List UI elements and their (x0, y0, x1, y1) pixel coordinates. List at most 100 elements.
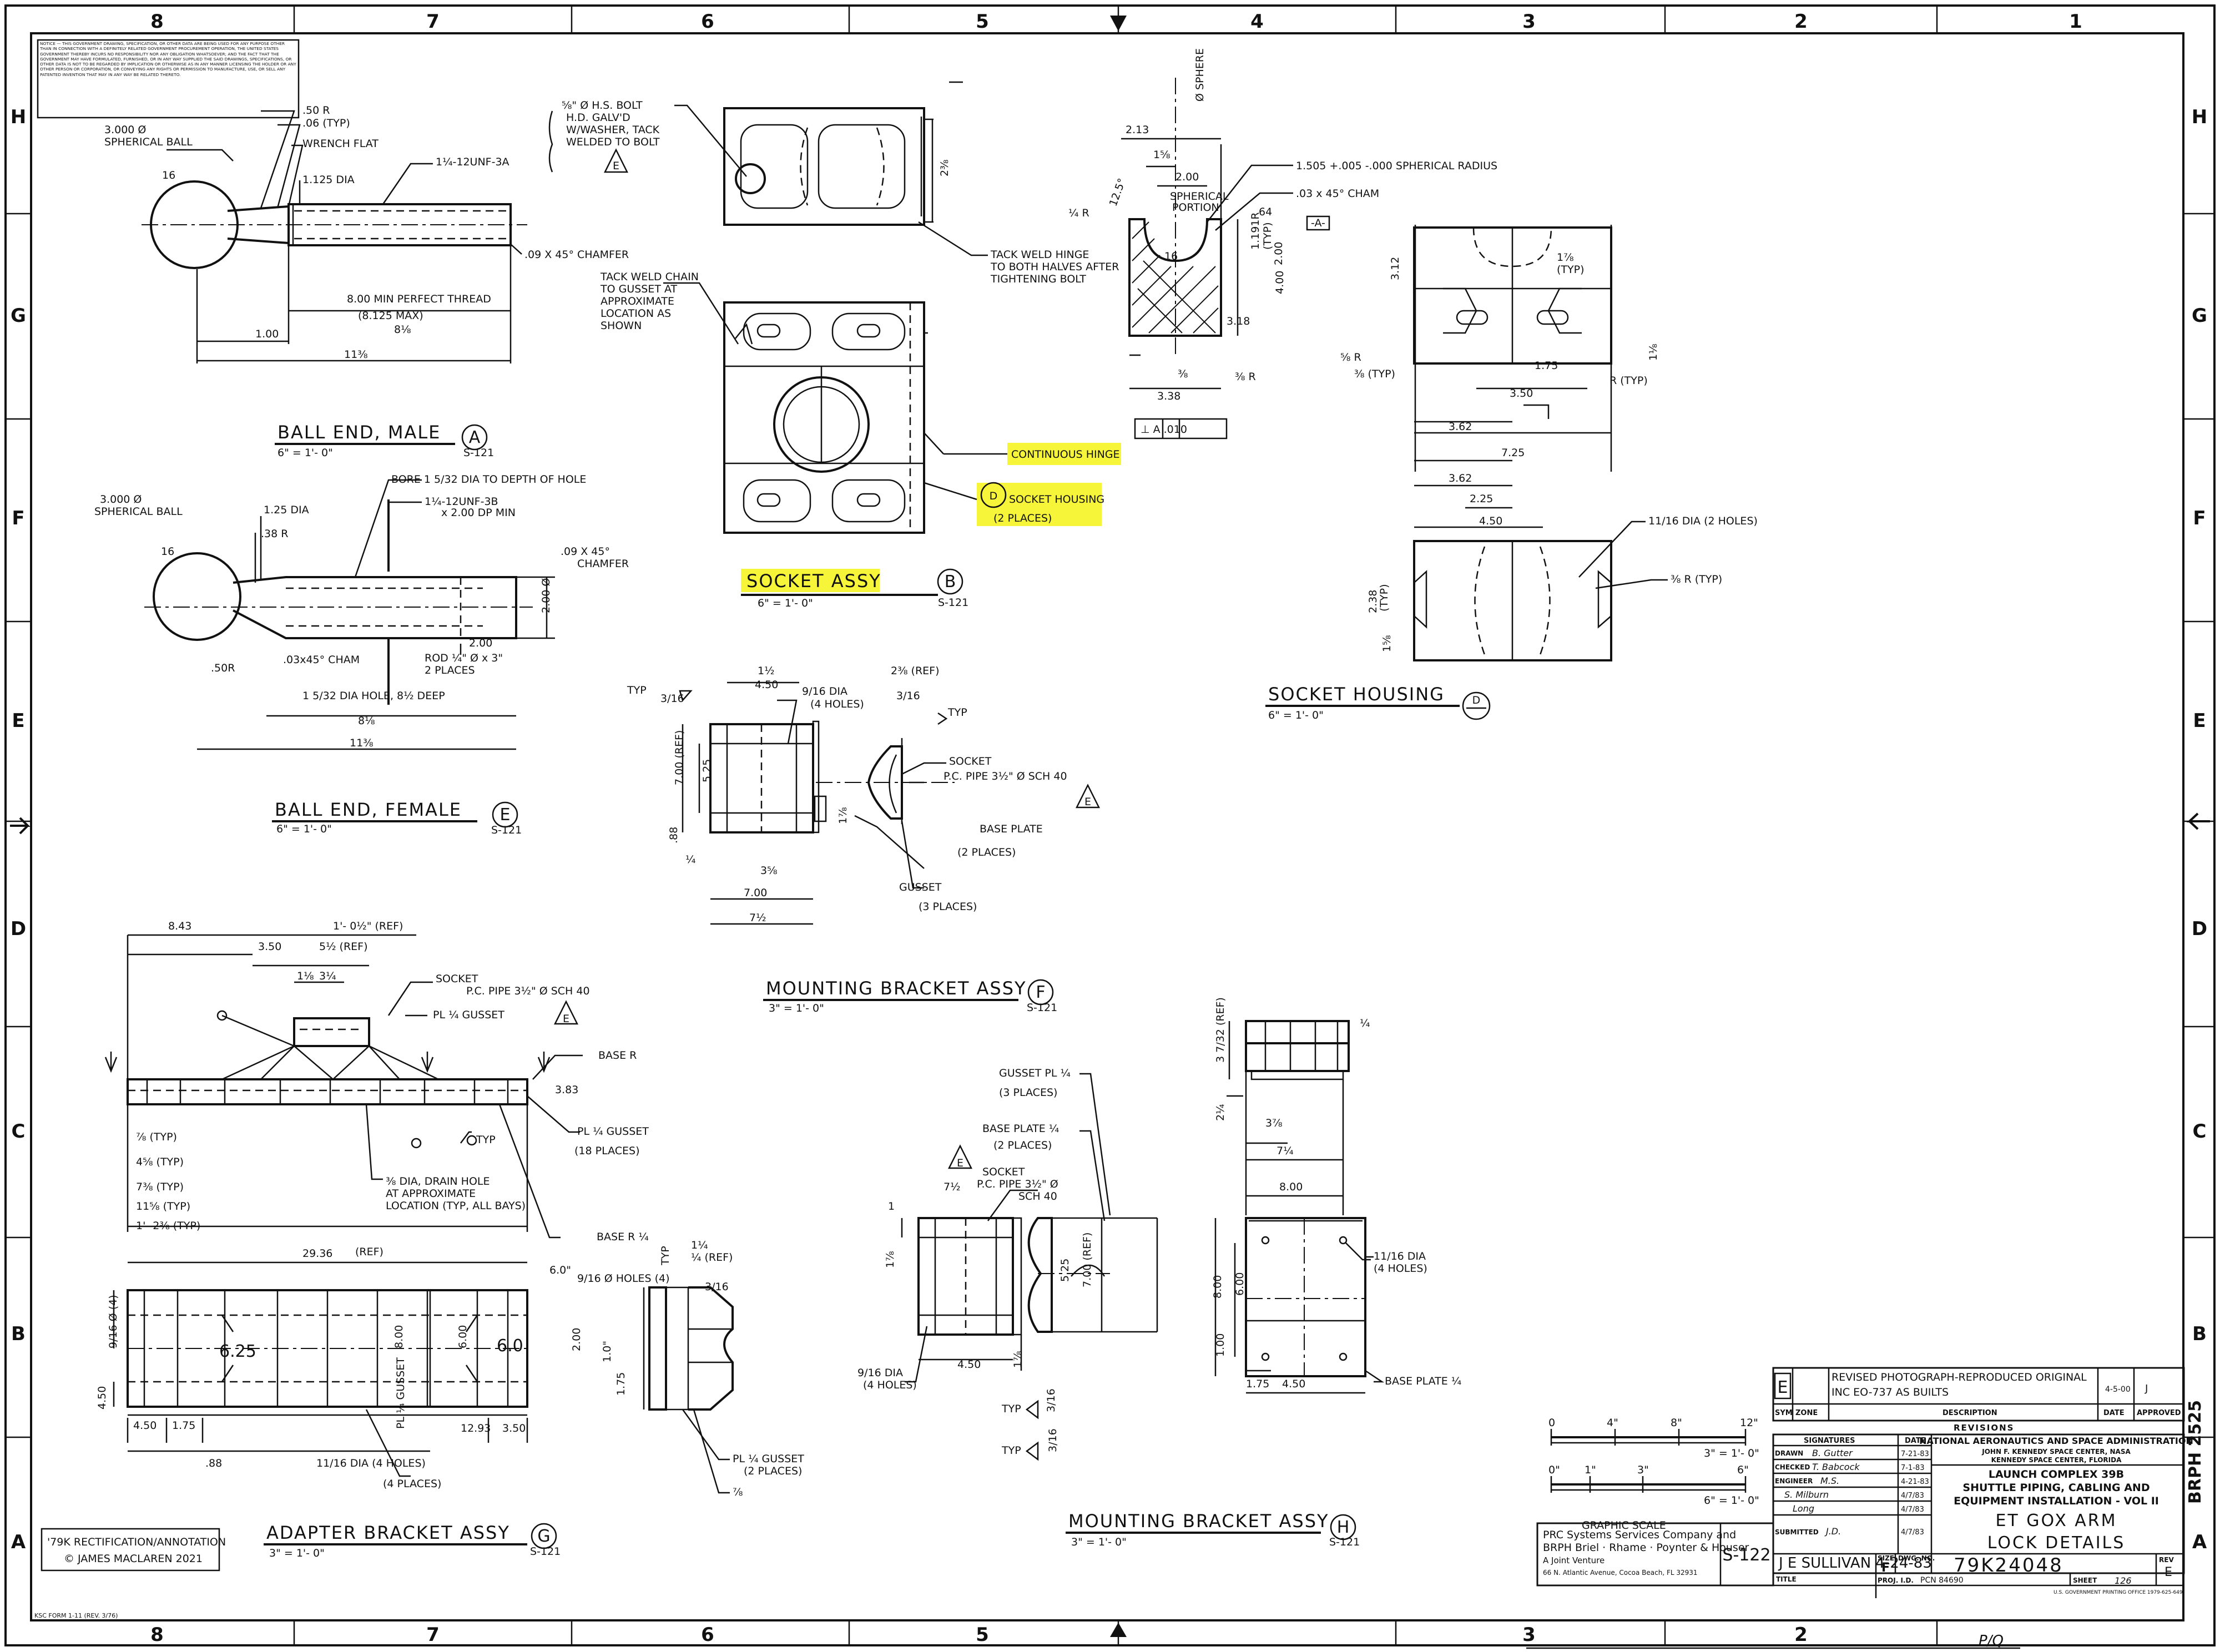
svg-text:PL ¼ GUSSET: PL ¼ GUSSET (577, 1125, 649, 1138)
svg-text:B: B (2192, 1323, 2207, 1345)
svg-text:9/16 DIA: 9/16 DIA (802, 685, 847, 698)
centering-arrow-top (1110, 16, 1127, 31)
zone-row-h: H (11, 106, 26, 128)
zone-markers-sides: H G F E D C B A H G F E D C B A (6, 106, 2214, 1553)
svg-text:.03x45° CHAM: .03x45° CHAM (283, 654, 360, 666)
svg-text:⅝ R: ⅝ R (1340, 351, 1361, 363)
svg-text:S-121: S-121 (938, 597, 968, 609)
svg-text:D: D (990, 490, 998, 502)
svg-text:J: J (2145, 1383, 2148, 1395)
svg-text:3.18: 3.18 (1227, 315, 1250, 327)
svg-text:1.75: 1.75 (1246, 1378, 1269, 1390)
view-e-title: BALL END, FEMALE (275, 799, 462, 820)
svg-text:TYP: TYP (1001, 1444, 1021, 1457)
svg-text:7.00 (REF): 7.00 (REF) (673, 730, 685, 785)
svg-text:8.00 MIN PERFECT THREAD: 8.00 MIN PERFECT THREAD (347, 293, 491, 305)
svg-text:.03 x 45° CHAM: .03 x 45° CHAM (1296, 188, 1379, 200)
svg-text:6.00: 6.00 (1234, 1272, 1246, 1296)
svg-text:(TYP): (TYP) (1557, 264, 1585, 276)
revision-description-2: INC EO-737 AS BUILTS (1832, 1386, 1949, 1398)
svg-text:0: 0 (1548, 1417, 1555, 1429)
svg-text:G: G (2192, 305, 2207, 327)
drawing-title-2: SHUTTLE PIPING, CABLING AND (1962, 1482, 2150, 1494)
svg-text:8.43: 8.43 (168, 920, 191, 932)
svg-text:DATE: DATE (1905, 1437, 1926, 1445)
svg-text:2: 2 (1794, 1624, 1808, 1646)
title-block: E REVISED PHOTOGRAPH-REPRODUCED ORIGINAL… (1526, 1367, 2205, 1649)
svg-text:(TYP): (TYP) (1378, 584, 1390, 612)
svg-text:2.00: 2.00 (1175, 171, 1199, 183)
centering-arrow-bottom (1110, 1623, 1127, 1637)
view-a-title: BALL END, MALE (278, 422, 441, 443)
svg-text:4.00: 4.00 (1274, 271, 1286, 294)
svg-text:WELDED TO BOLT: WELDED TO BOLT (566, 136, 660, 148)
svg-text:DRAWN: DRAWN (1775, 1449, 1803, 1457)
svg-text:⅜ DIA, DRAIN HOLE: ⅜ DIA, DRAIN HOLE (386, 1175, 490, 1188)
svg-text:3.12: 3.12 (1389, 257, 1401, 280)
svg-text:S-121: S-121 (530, 1545, 561, 1558)
svg-text:3⅝: 3⅝ (760, 865, 778, 877)
svg-text:¼ (REF): ¼ (REF) (691, 1251, 733, 1264)
svg-text:⊥ A .010: ⊥ A .010 (1141, 423, 1187, 436)
rectification-line1: '79K RECTIFICATION/ANNOTATION (47, 1536, 226, 1548)
svg-text:11⅝ (TYP): 11⅝ (TYP) (136, 1200, 190, 1213)
svg-text:PORTION: PORTION (1172, 201, 1219, 214)
svg-text:11⅜: 11⅜ (350, 737, 374, 749)
zone-row-e: E (12, 710, 24, 732)
svg-text:SPHERICAL BALL: SPHERICAL BALL (94, 506, 183, 518)
svg-text:BASE R: BASE R (598, 1049, 637, 1062)
svg-text:SOCKET: SOCKET (436, 973, 478, 985)
svg-text:(4 HOLES): (4 HOLES) (863, 1379, 917, 1391)
svg-text:APPROXIMATE: APPROXIMATE (601, 295, 674, 307)
svg-text:12.93: 12.93 (461, 1422, 491, 1434)
svg-text:4-5-00: 4-5-00 (2105, 1385, 2131, 1394)
svg-text:CHECKED: CHECKED (1775, 1463, 1810, 1471)
svg-text:.06 (TYP): .06 (TYP) (302, 117, 350, 129)
rectification-box (41, 1528, 220, 1572)
svg-text:3/16: 3/16 (1047, 1428, 1059, 1452)
view-socket-housing: -A- Ø SPHERE 2.13 1⅝ 2.00 SPHERICAL PORT… (1068, 48, 1758, 721)
svg-text:PL ¼ GUSSET: PL ¼ GUSSET (395, 1357, 407, 1429)
svg-text:8: 8 (150, 1624, 164, 1646)
svg-text:3.62: 3.62 (1449, 421, 1472, 433)
svg-text:8.00: 8.00 (393, 1325, 405, 1348)
svg-text:TO BOTH HALVES AFTER: TO BOTH HALVES AFTER (990, 261, 1119, 273)
svg-text:2.38: 2.38 (1367, 590, 1379, 613)
drawing-title-4: ET GOX ARM (1995, 1511, 2117, 1530)
svg-text:T. Babcock: T. Babcock (1812, 1462, 1860, 1472)
svg-text:3 7/32 (REF): 3 7/32 (REF) (1214, 997, 1227, 1063)
svg-text:16: 16 (161, 545, 174, 558)
view-g-title: ADAPTER BRACKET ASSY (266, 1522, 510, 1543)
svg-text:APPROVED: APPROVED (2137, 1409, 2181, 1417)
svg-text:H: H (1337, 1518, 1350, 1537)
svg-text:(2 PLACES): (2 PLACES) (993, 512, 1052, 524)
svg-text:3⅞: 3⅞ (1265, 1117, 1283, 1129)
svg-text:1.25 DIA: 1.25 DIA (264, 504, 309, 516)
svg-text:11/16 DIA (4 HOLES): 11/16 DIA (4 HOLES) (316, 1457, 426, 1469)
svg-text:E: E (1084, 796, 1091, 808)
svg-text:BORE 1 5/32 DIA TO DEPTH OF HO: BORE 1 5/32 DIA TO DEPTH OF HOLE (391, 473, 586, 486)
sheet-size: F (1881, 1561, 1890, 1575)
highlight-continuous-hinge (1007, 443, 1121, 465)
svg-text:8⅛: 8⅛ (358, 715, 375, 727)
svg-text:(18 PLACES): (18 PLACES) (574, 1145, 640, 1157)
svg-text:-A-: -A- (1311, 217, 1325, 229)
svg-text:3/16: 3/16 (705, 1281, 729, 1293)
svg-text:8⅛: 8⅛ (394, 324, 411, 336)
svg-text:GUSSET: GUSSET (899, 881, 942, 893)
sheet-number: 126 (2115, 1575, 2132, 1586)
svg-text:SYM: SYM (1775, 1409, 1793, 1417)
svg-text:7¼: 7¼ (1276, 1145, 1294, 1157)
svg-text:B: B (945, 572, 956, 592)
svg-text:1¼-12UNF-3B: 1¼-12UNF-3B (425, 496, 498, 508)
svg-text:P.C. PIPE 3½" Ø SCH 40: P.C. PIPE 3½" Ø SCH 40 (944, 770, 1067, 782)
svg-text:7⅜ (TYP): 7⅜ (TYP) (136, 1181, 184, 1193)
svg-text:PL ¼ GUSSET: PL ¼ GUSSET (733, 1453, 804, 1465)
svg-text:TYP: TYP (476, 1134, 496, 1146)
svg-text:3" = 1'- 0": 3" = 1'- 0" (1071, 1536, 1127, 1548)
svg-text:E: E (563, 1013, 569, 1025)
svg-text:2.00 Ø: 2.00 Ø (540, 578, 552, 613)
svg-text:WRENCH FLAT: WRENCH FLAT (302, 138, 379, 150)
svg-text:7.00 (REF): 7.00 (REF) (1081, 1232, 1093, 1287)
svg-text:TYP: TYP (1001, 1403, 1021, 1415)
